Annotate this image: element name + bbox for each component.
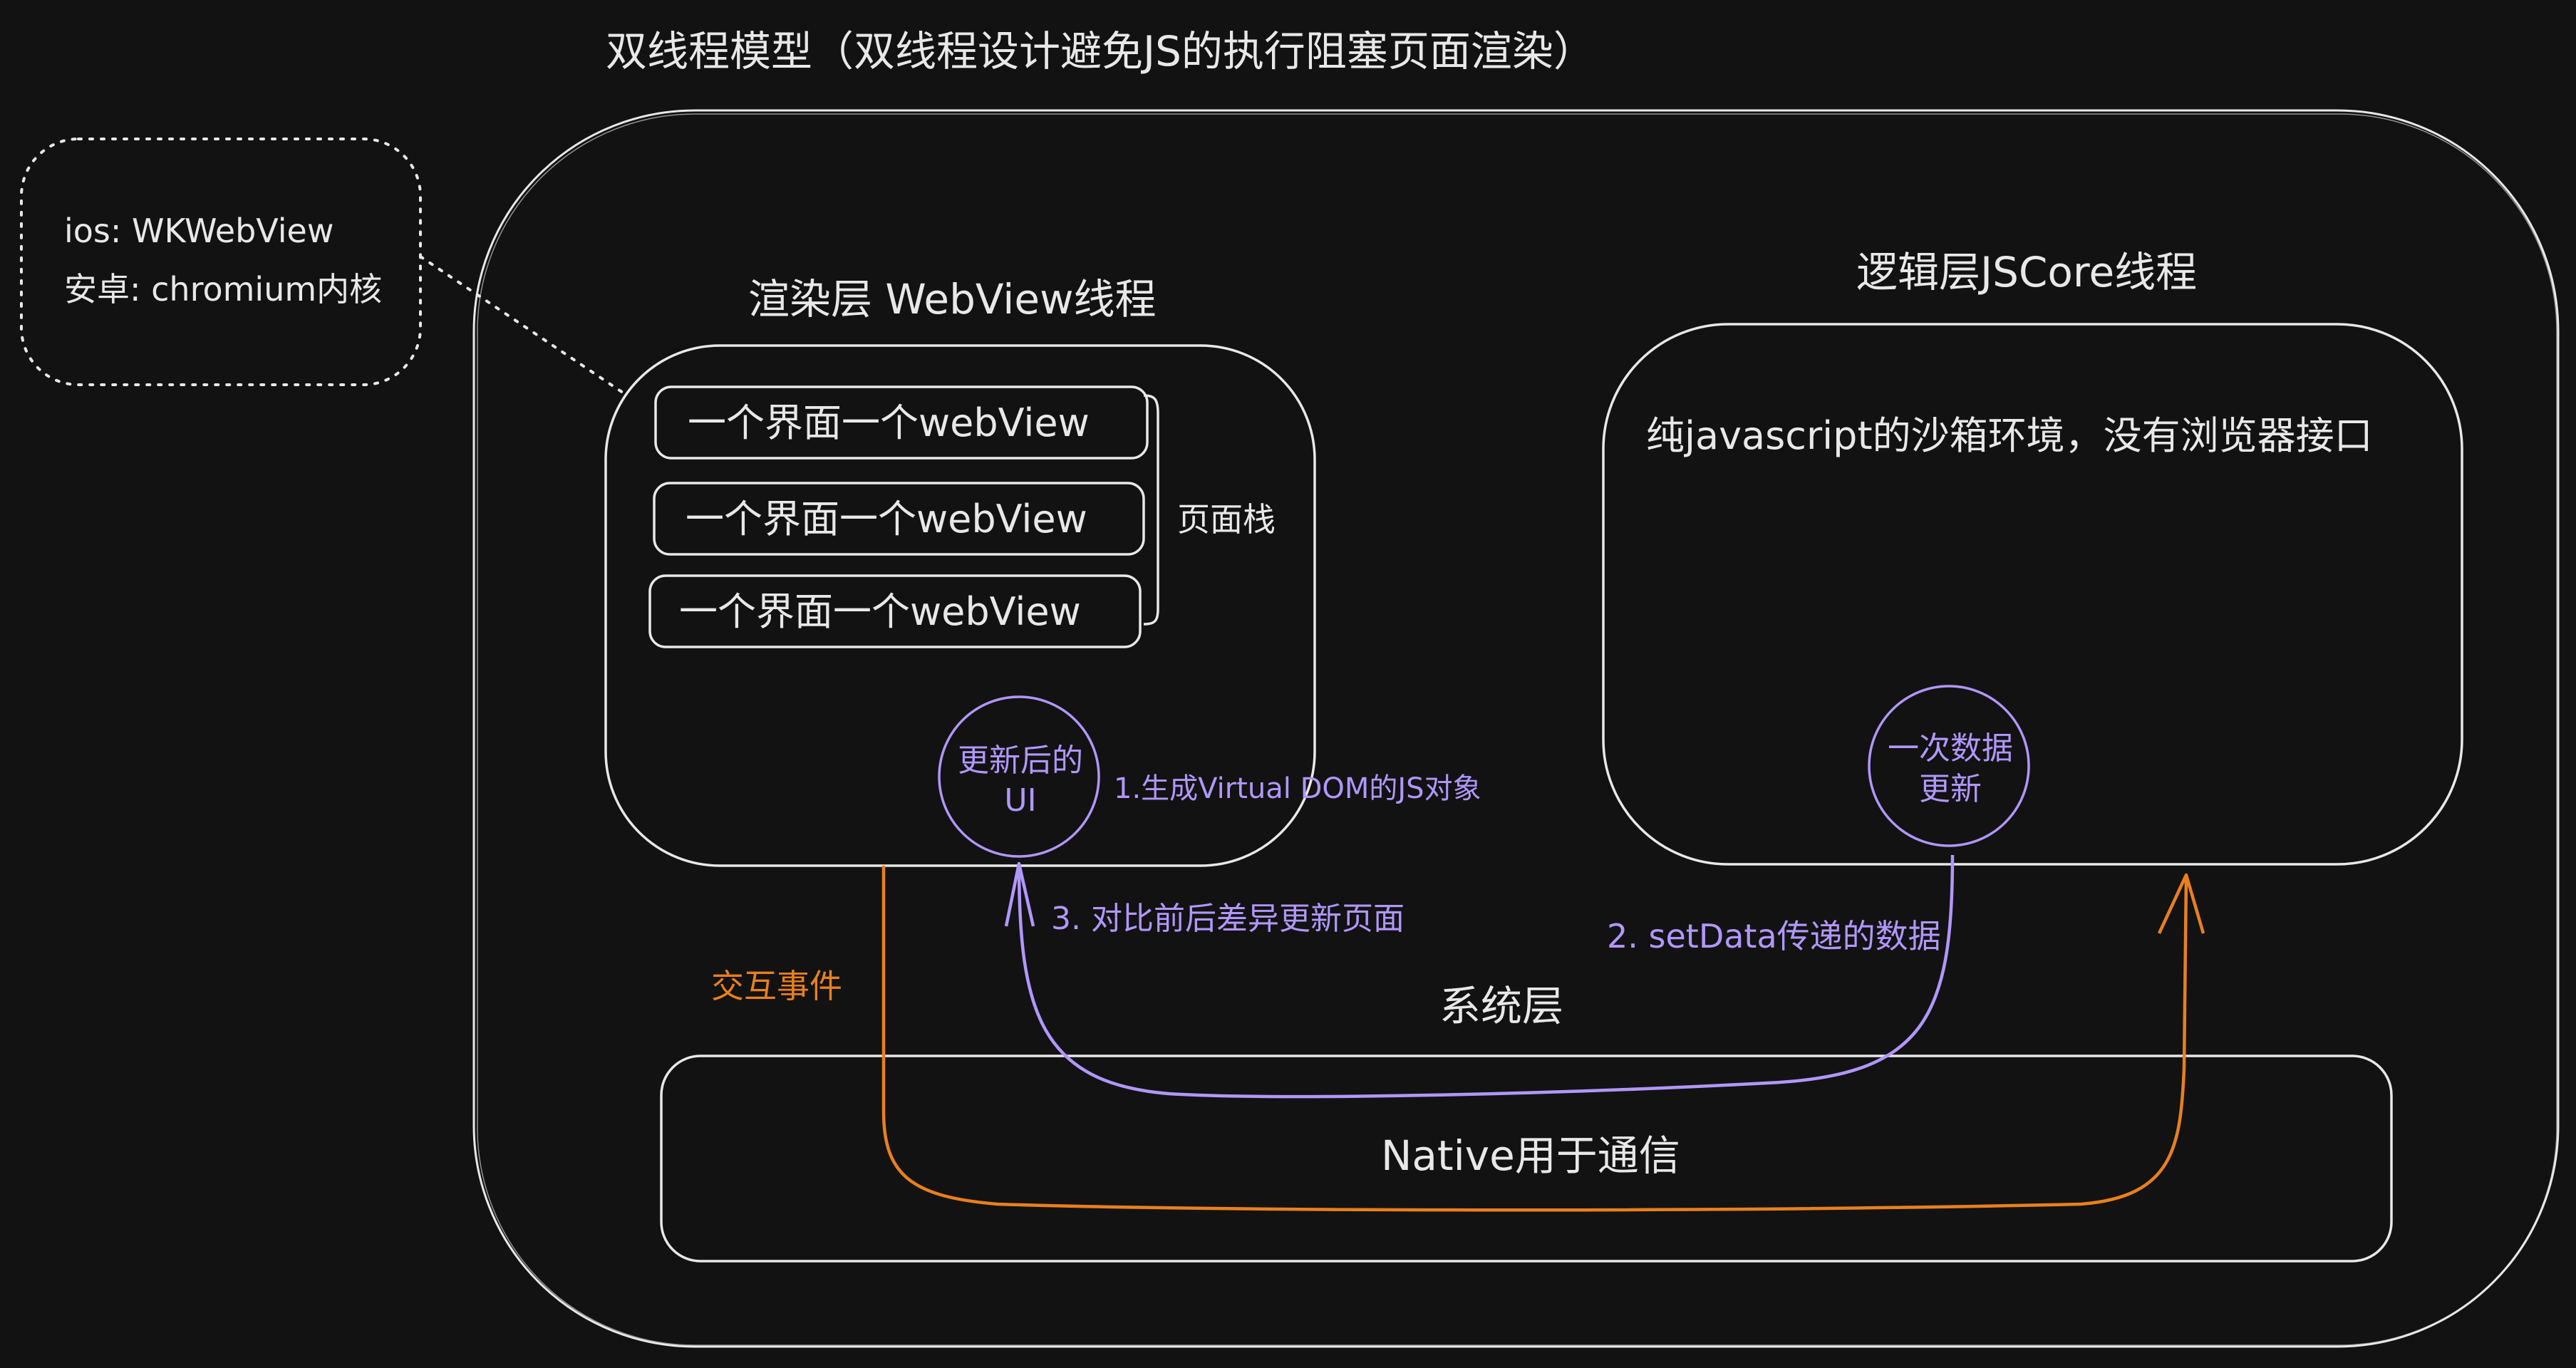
step2-label: 2. setData传递的数据	[1607, 917, 1941, 955]
platform-note-box	[20, 138, 422, 386]
setdata-flow-arrowhead	[1004, 861, 1035, 927]
page-stack-bracket	[1143, 394, 1159, 626]
platform-note-connector	[419, 255, 629, 397]
render-layer-title: 渲染层 WebView线程	[748, 275, 1157, 323]
platform-note: ios: WKWebView 安卓: chromium内核	[20, 138, 629, 397]
system-layer-title: 系统层	[1439, 982, 1563, 1030]
interaction-flow-arrowhead	[2157, 873, 2205, 934]
updated-ui-label-line1: 更新后的	[958, 742, 1083, 779]
system-layer: 系统层 Native用于通信	[660, 982, 2393, 1263]
webview-label-1: 一个界面一个webView	[688, 400, 1090, 445]
data-update-circle	[1868, 685, 2030, 847]
logic-layer-box	[1602, 323, 2463, 866]
native-label: Native用于通信	[1381, 1131, 1680, 1180]
webview-box-3	[648, 574, 1142, 648]
outer-container	[472, 109, 2560, 1348]
updated-ui-label-line2: UI	[1004, 782, 1036, 819]
platform-note-android: 安卓: chromium内核	[64, 270, 382, 309]
step1-label: 1.生成Virtual DOM的JS对象	[1114, 772, 1481, 805]
step3-label: 3. 对比前后差异更新页面	[1051, 901, 1405, 937]
logic-layer-description: 纯javascript的沙箱环境，没有浏览器接口	[1646, 413, 2373, 458]
logic-layer: 逻辑层JSCore线程 纯javascript的沙箱环境，没有浏览器接口 一次数…	[1602, 248, 2463, 866]
interaction-label: 交互事件	[711, 967, 842, 1005]
outer-container-sketch-stroke	[477, 113, 2557, 1346]
data-update-label-line1: 一次数据	[1888, 730, 2013, 767]
interaction-flow-arrow	[881, 866, 2188, 1212]
diagram-title: 双线程模型（双线程设计避免JS的执行阻塞页面渲染）	[606, 27, 1595, 76]
render-layer-box	[604, 344, 1316, 867]
data-update-label-line2: 更新	[1919, 771, 1982, 807]
system-layer-box	[660, 1054, 2393, 1263]
platform-note-ios: ios: WKWebView	[64, 212, 333, 250]
page-stack-label: 页面栈	[1177, 500, 1276, 539]
webview-box-1	[654, 385, 1149, 460]
webview-label-3: 一个界面一个webView	[679, 589, 1081, 634]
webview-label-2: 一个界面一个webView	[686, 497, 1087, 542]
setdata-flow-arrow	[1017, 854, 1955, 1099]
render-layer: 渲染层 WebView线程 一个界面一个webView 一个界面一个webVie…	[604, 275, 1316, 867]
webview-box-2	[653, 482, 1145, 556]
logic-layer-title: 逻辑层JSCore线程	[1856, 248, 2197, 296]
updated-ui-circle	[938, 695, 1100, 858]
